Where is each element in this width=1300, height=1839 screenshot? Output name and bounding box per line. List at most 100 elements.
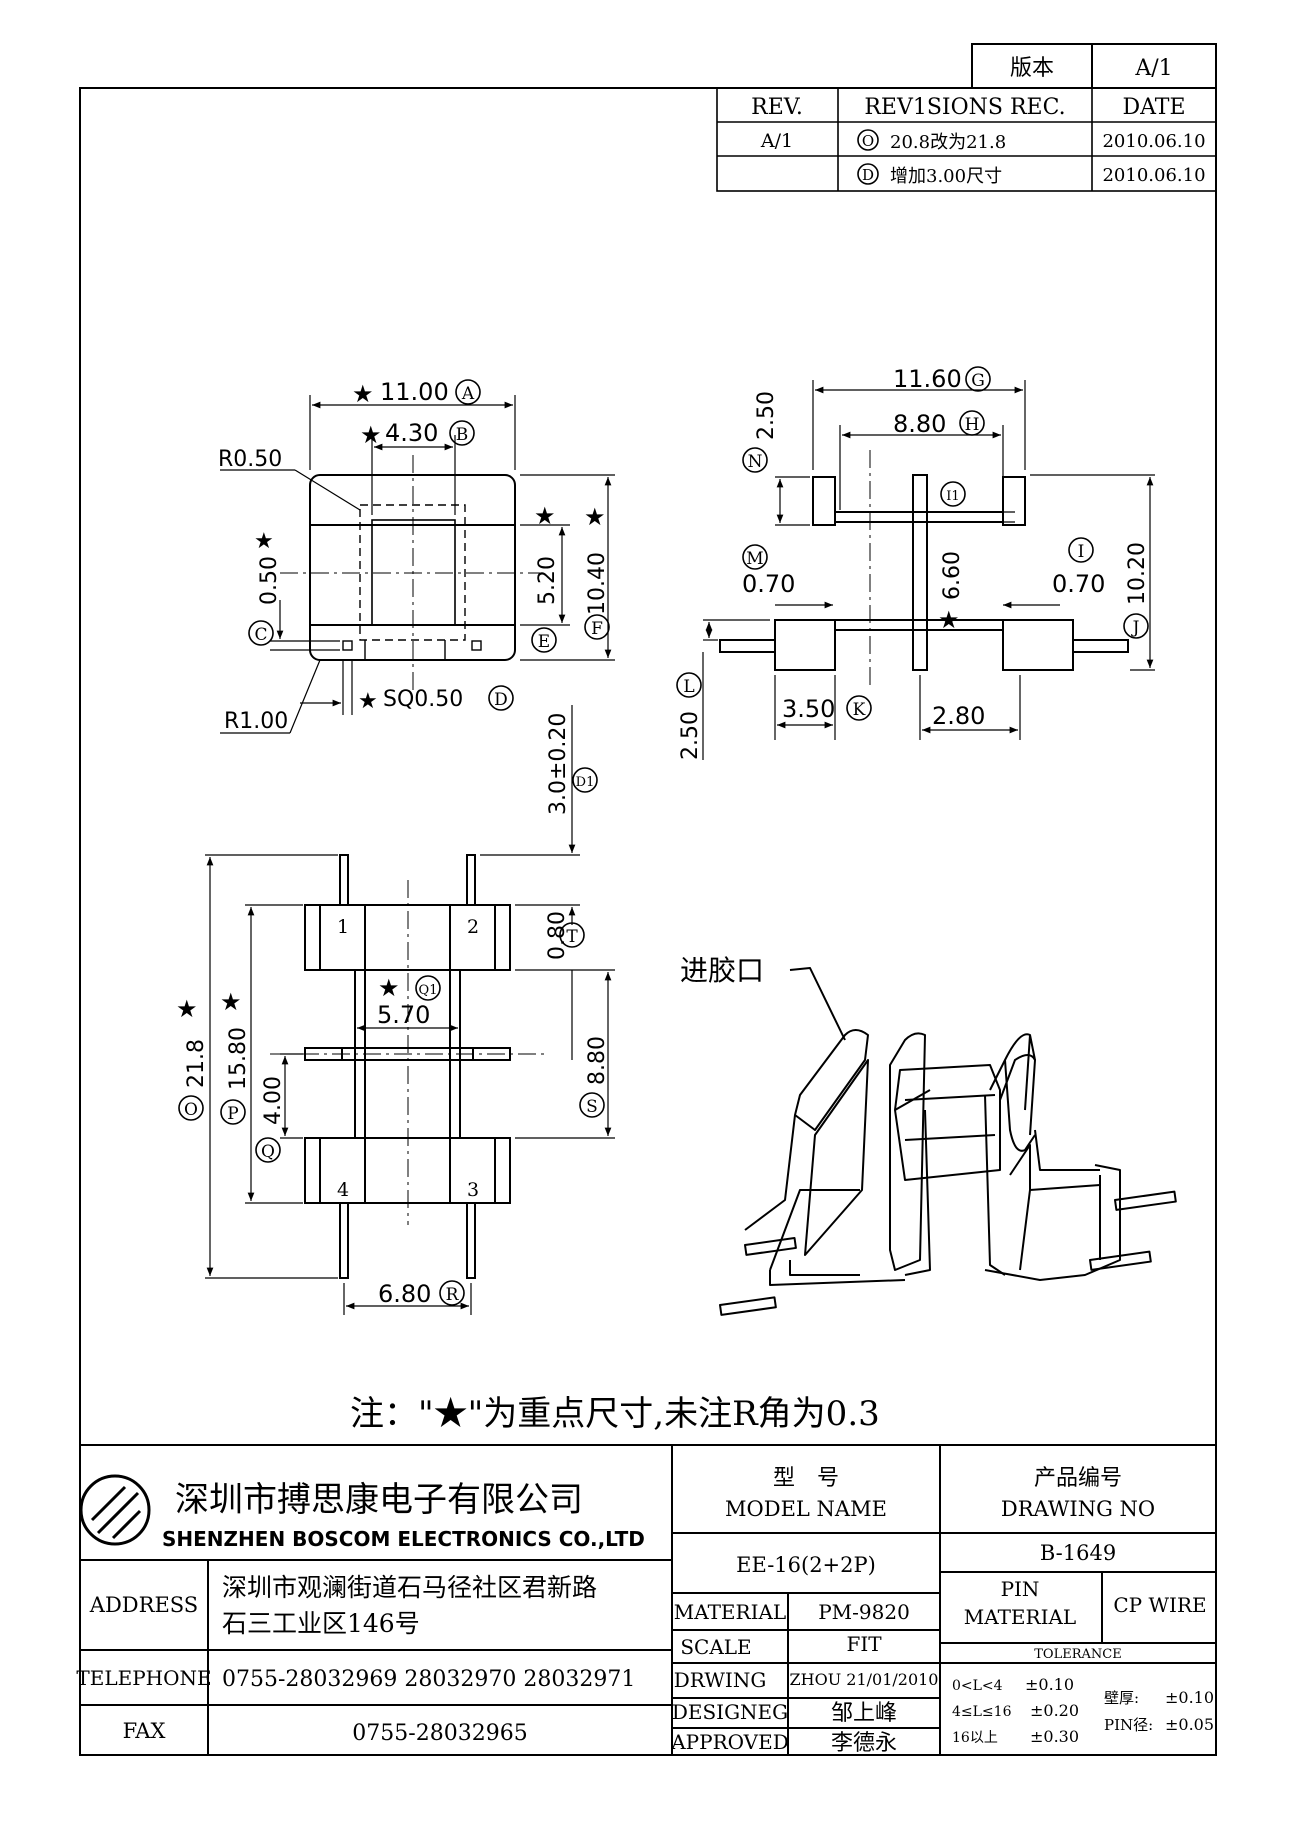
svg-text:C: C xyxy=(254,625,267,645)
front-view-dimensions xyxy=(205,705,615,1315)
material-value: PM-9820 xyxy=(818,1600,910,1624)
dim-o-star: ★ xyxy=(176,995,198,1023)
address-label: ADDRESS xyxy=(89,1593,198,1617)
dim-p-marker: P xyxy=(220,1099,246,1125)
dim-b-marker: B xyxy=(449,420,475,446)
dim-660-star: ★ xyxy=(938,606,960,634)
svg-text:I: I xyxy=(1078,542,1085,562)
dim-i-value: 0.70 xyxy=(1052,570,1105,598)
rev-row1-rev: A/1 xyxy=(760,130,793,152)
pin-material-label-1: PIN xyxy=(1001,1577,1040,1601)
pin-1: 1 xyxy=(337,916,349,938)
tol-row3-range: 16以上 xyxy=(952,1730,998,1746)
dim-k-value: 3.50 xyxy=(782,695,835,723)
dim-j-value: 10.20 xyxy=(1125,542,1150,605)
svg-text:D1: D1 xyxy=(576,775,595,790)
svg-text:Q1: Q1 xyxy=(419,983,438,998)
dim-280-value: 2.80 xyxy=(932,702,985,730)
dim-e-marker: E xyxy=(531,627,557,653)
model-value: EE-16(2+2P) xyxy=(736,1553,876,1577)
dim-d-marker: D xyxy=(488,685,514,711)
dim-p-star: ★ xyxy=(220,988,242,1016)
dim-b-star: ★ xyxy=(360,421,382,449)
rev-row1-text: 20.8改为21.8 xyxy=(890,132,1006,153)
svg-text:P: P xyxy=(227,1104,238,1124)
approved-label: APPROVED xyxy=(670,1730,789,1754)
dim-h-value: 8.80 xyxy=(893,410,946,438)
dim-f-star: ★ xyxy=(584,503,606,531)
svg-text:H: H xyxy=(965,415,980,435)
dim-p-value: 15.80 xyxy=(226,1027,251,1090)
wall-value: ±0.10 xyxy=(1165,1688,1214,1707)
scale-value: FIT xyxy=(846,1632,882,1656)
model-label-cn: 型 号 xyxy=(773,1466,839,1491)
svg-text:M: M xyxy=(746,549,763,569)
dim-k-marker: K xyxy=(846,695,872,721)
svg-text:F: F xyxy=(591,619,603,639)
dim-h-marker: H xyxy=(959,410,985,436)
rev-row2-marker: D xyxy=(857,163,879,185)
svg-text:A: A xyxy=(461,384,475,404)
dim-n-marker: N xyxy=(742,447,768,473)
dim-r-marker: R xyxy=(439,1280,465,1306)
svg-text:Q: Q xyxy=(261,1142,275,1162)
svg-text:K: K xyxy=(853,700,866,720)
rev-row1-date: 2010.06.10 xyxy=(1102,131,1205,152)
r050-label: R0.50 xyxy=(218,447,282,472)
designeg-label: DESIGNEG xyxy=(672,1700,788,1724)
svg-text:D: D xyxy=(494,690,508,710)
rev-row2-date: 2010.06.10 xyxy=(1102,165,1205,186)
company-name-cn: 深圳市搏思康电子有限公司 xyxy=(175,1480,583,1520)
pin-dia-value: ±0.05 xyxy=(1165,1715,1214,1734)
svg-text:I1: I1 xyxy=(946,489,959,504)
dim-a-marker: A xyxy=(455,379,481,405)
version-value: A/1 xyxy=(1134,56,1172,81)
dim-q-marker: Q xyxy=(255,1137,281,1163)
tol-row3-value: ±0.30 xyxy=(1030,1727,1079,1746)
pin-3: 3 xyxy=(467,1179,479,1201)
svg-text:D: D xyxy=(862,166,874,184)
pin-dia-label: PIN径: xyxy=(1104,1716,1153,1734)
dim-g-marker: G xyxy=(965,366,991,392)
dim-r-value: 6.80 xyxy=(378,1280,431,1308)
address-line1: 深圳市观澜街道石马径社区君新路 xyxy=(222,1573,597,1602)
svg-text:N: N xyxy=(748,452,763,472)
dim-e-star: ★ xyxy=(534,502,556,530)
dim-s-marker: S xyxy=(579,1092,605,1118)
telephone-label: TELEPHONE xyxy=(76,1666,211,1690)
r100-label: R1.00 xyxy=(224,709,288,734)
svg-text:J: J xyxy=(1131,618,1140,638)
rev-row1-marker: O xyxy=(857,129,879,151)
pin-4: 4 xyxy=(337,1179,349,1201)
dim-i-marker: I xyxy=(1068,537,1094,563)
top-view-dimensions xyxy=(220,395,615,734)
dim-660-value: 6.60 xyxy=(940,551,965,600)
drawing-frame xyxy=(79,87,1217,1756)
dim-d-star: ★ xyxy=(358,689,378,714)
dim-g-value: 11.60 xyxy=(893,365,962,393)
dim-e-value: 5.20 xyxy=(535,556,560,605)
dim-a-star: ★ xyxy=(352,380,374,408)
drwing-value: ZHOU 21/01/2010 xyxy=(790,1670,939,1689)
note-text: 注："★"为重点尺寸,未注R角为0.3 xyxy=(350,1394,880,1434)
rev-header: REV. xyxy=(751,95,803,120)
tol-row2-value: ±0.20 xyxy=(1030,1701,1079,1720)
dim-l-value: 2.50 xyxy=(678,711,703,760)
pin-2: 2 xyxy=(467,916,479,938)
material-label: MATERIAL xyxy=(674,1600,786,1624)
dim-c-value: 0.50 xyxy=(257,556,282,605)
dim-m-value: 0.70 xyxy=(742,570,795,598)
dim-o-marker: O xyxy=(178,1095,204,1121)
isometric-view xyxy=(719,967,1177,1316)
svg-text:B: B xyxy=(456,425,469,445)
dim-j-marker: J xyxy=(1123,613,1149,639)
side-view-dimensions xyxy=(702,380,1155,760)
tol-row2-range: 4≤L≤16 xyxy=(952,1704,1012,1720)
wall-label: 壁厚: xyxy=(1104,1689,1139,1707)
svg-text:O: O xyxy=(862,132,874,150)
svg-text:E: E xyxy=(538,632,550,652)
dim-f-marker: F xyxy=(584,614,610,640)
revisions-table xyxy=(716,87,1217,192)
title-block xyxy=(80,1444,1216,1755)
